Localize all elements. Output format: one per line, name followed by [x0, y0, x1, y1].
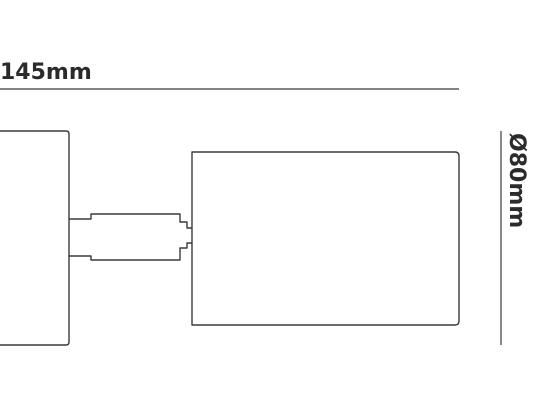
width-dimension-label: 145mm — [0, 60, 92, 85]
diameter-dimension-label: Ø80mm — [504, 133, 529, 228]
arm-lower-edge — [69, 242, 192, 261]
lamp-body — [191, 151, 460, 326]
arm-upper-edge — [69, 213, 192, 229]
mount-base-plate — [0, 130, 70, 346]
